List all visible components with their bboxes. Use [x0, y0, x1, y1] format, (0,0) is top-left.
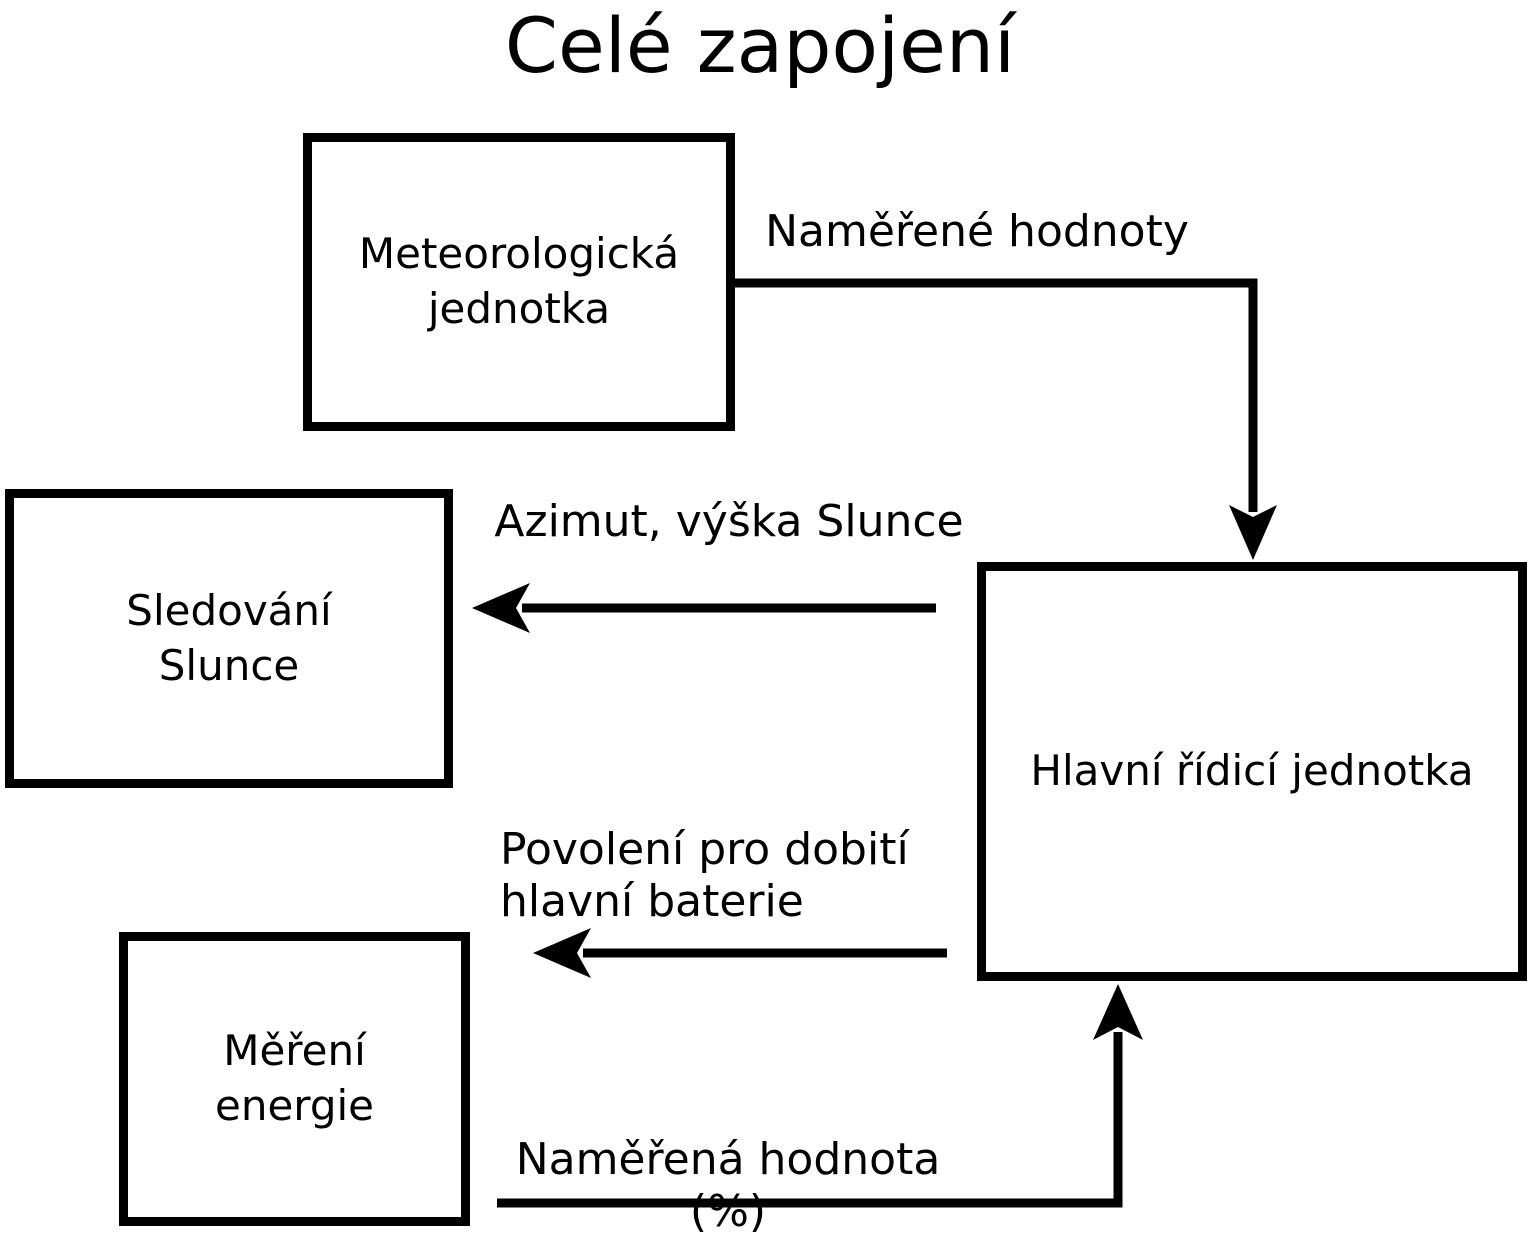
node-meteorologicka-jednotka: Meteorologická jednotka — [303, 133, 735, 431]
edge-label-sun-position: Azimut, výška Slunce — [494, 496, 964, 547]
arrowhead-left-icon — [472, 583, 530, 633]
arrow-measured-values — [735, 278, 1277, 560]
node-sledovani-slunce: Sledování Slunce — [5, 489, 453, 788]
node-hlavni-ridici-jednotka: Hlavní řídicí jednotka — [977, 562, 1527, 981]
arrowhead-up-icon — [1093, 984, 1143, 1040]
arrow-measured-percentage — [497, 984, 1143, 1208]
diagram-title: Celé zapojení — [504, 1, 1016, 90]
edge-label-measured-percentage: Naměřená hodnota (%) — [515, 1134, 941, 1233]
arrow-sun-position — [472, 583, 936, 633]
arrowhead-left-icon — [533, 928, 591, 978]
edge-label-measured-values: Naměřené hodnoty — [765, 206, 1189, 257]
edge-label-charge-permission: Povolení pro dobití hlavní baterie — [500, 824, 909, 927]
arrow-charge-permission — [533, 928, 947, 978]
node-mereni-energie: Měření energie — [119, 932, 470, 1226]
arrowhead-down-icon — [1229, 505, 1277, 560]
